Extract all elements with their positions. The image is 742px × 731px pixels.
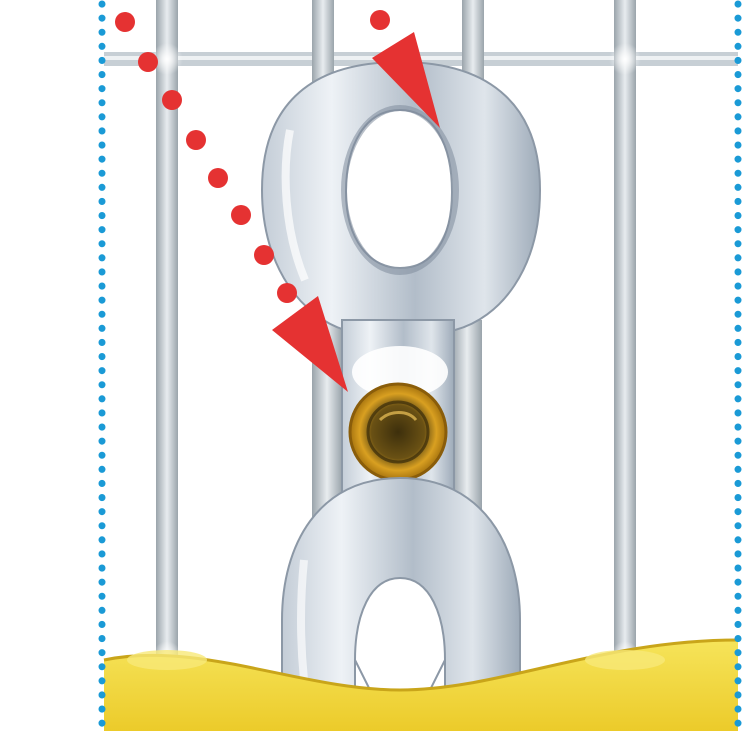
brass-screw	[350, 384, 446, 480]
